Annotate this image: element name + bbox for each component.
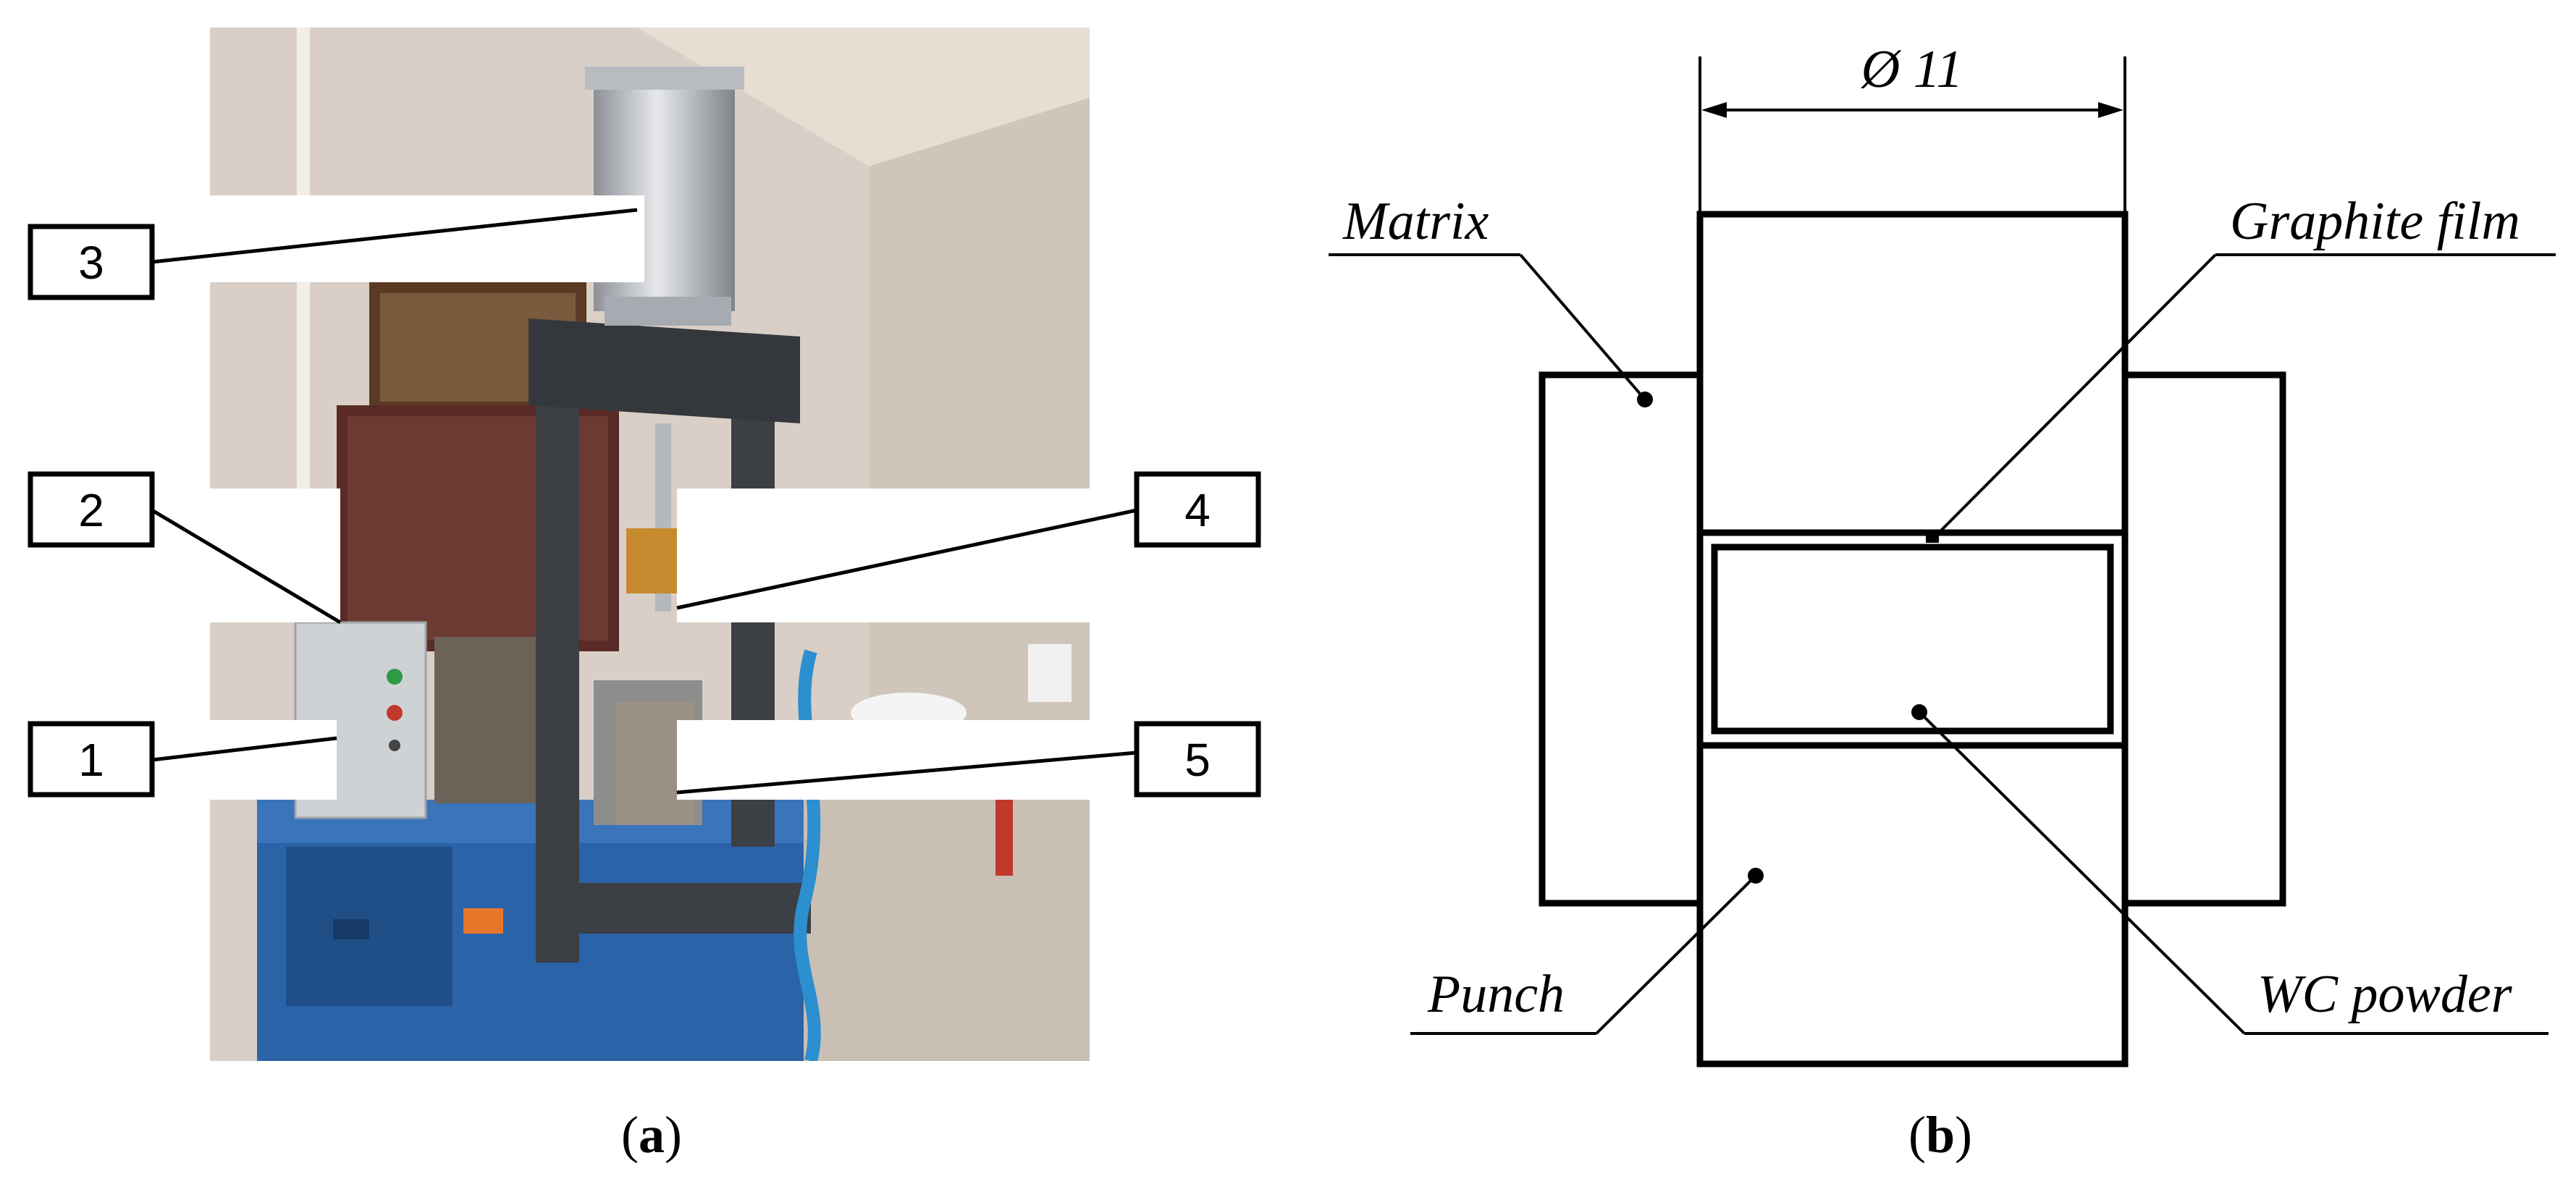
ceiling [210, 28, 1090, 166]
leader-wc-powder [1918, 711, 2246, 1035]
callout-1-leader [151, 736, 337, 762]
callout-5-leader [676, 750, 1137, 795]
air-hose [794, 649, 821, 1061]
callout-3-leader [151, 208, 638, 264]
graphite-film [1696, 529, 2129, 749]
dimension-arrow-left [1701, 102, 1727, 118]
label-matrix: Matrix [1342, 192, 1489, 251]
label-graphite-film: Graphite film [2230, 192, 2520, 251]
label-wc-powder: WC powder [2257, 965, 2513, 1024]
callout-1-label: 1 [78, 734, 104, 786]
callout-3-label: 3 [78, 237, 104, 289]
caption-a: (a) [621, 1106, 682, 1164]
press-column-left [536, 340, 579, 963]
dimension-label: Ø 11 [1861, 40, 1963, 99]
callout-2-box [28, 471, 155, 548]
callout-2-label: 2 [78, 484, 104, 536]
label-punch: Punch [1427, 965, 1565, 1024]
matrix-left [1539, 371, 1704, 907]
die-holder [626, 528, 684, 593]
callout-4-label: 4 [1184, 484, 1211, 536]
leader-matrix [1519, 253, 1646, 401]
callout-5-box [1134, 721, 1261, 798]
callout-1-box [28, 721, 155, 798]
callout-4-box [1134, 471, 1261, 548]
punch-upper [1696, 211, 2129, 536]
photo-label-masks [210, 195, 1090, 800]
transformer [434, 637, 536, 803]
punch-lower [1696, 742, 2129, 1067]
dimension-arrow-right [2098, 102, 2123, 118]
wc-powder [1711, 544, 2114, 735]
callout-4-leader [676, 508, 1137, 610]
panel-b-diagram: Ø 11 Matrix Graphite film Punch WC powde… [1329, 40, 2556, 1067]
press-crossbeam [529, 318, 800, 423]
callout-5-label: 5 [1184, 734, 1211, 786]
leader-punch [1595, 874, 1757, 1035]
callout-2-leader [151, 508, 342, 625]
leader-graphite-film [1932, 253, 2217, 540]
matrix-right [2121, 371, 2286, 907]
caption-b: (b) [1908, 1106, 1972, 1164]
extinguisher [996, 789, 1013, 876]
callouts: 3 2 1 4 5 [28, 208, 1261, 798]
